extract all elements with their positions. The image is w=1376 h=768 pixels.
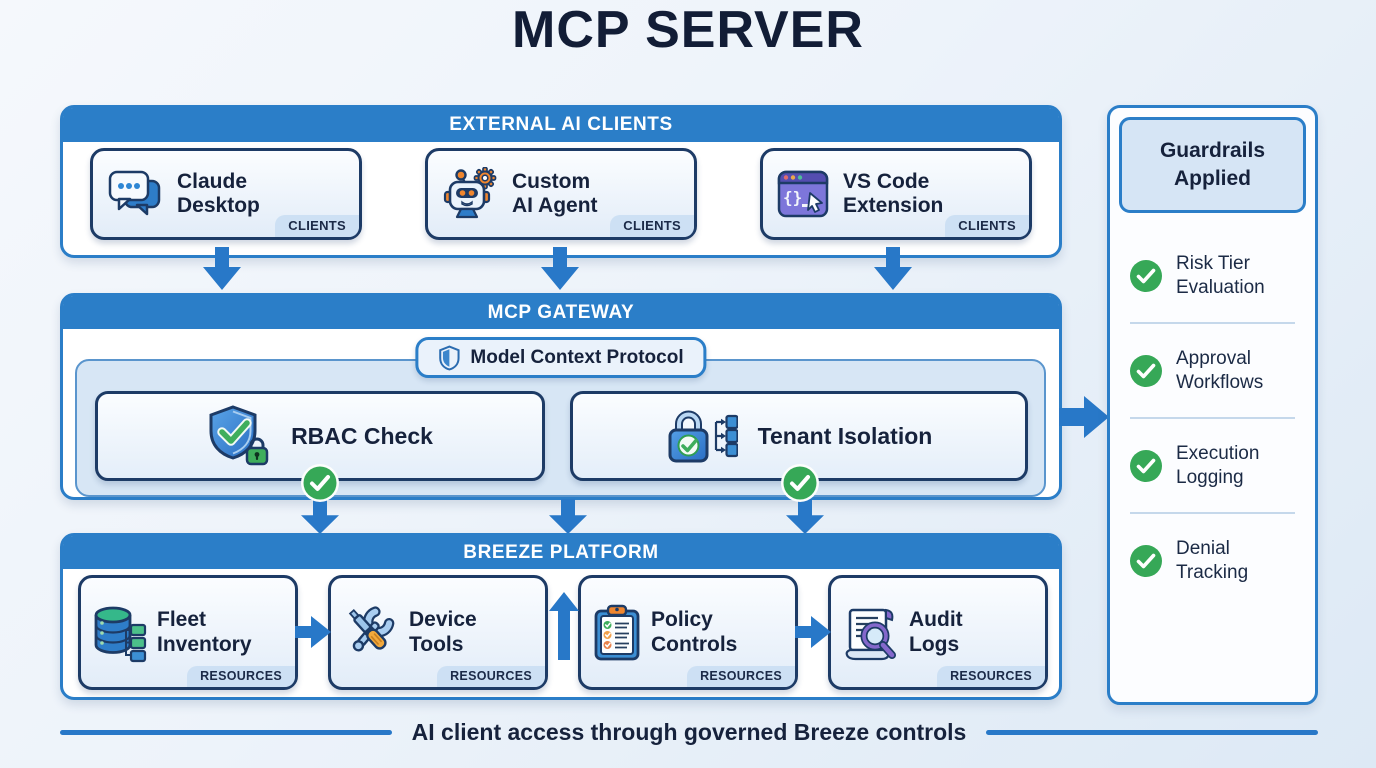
down-arrow-icon [874,247,912,290]
check-circle-icon [1129,544,1163,578]
clients-tag: CLIENTS [275,215,359,237]
up-arrow-icon [549,592,579,660]
tenant-isolation-label: Tenant Isolation [757,422,933,449]
down-arrow-icon [301,499,339,534]
code-window-icon: {} [777,170,829,218]
clients-section: EXTERNAL AI CLIENTS Claude Desktop CLIEN… [60,105,1062,258]
scroll-magnifier-icon [843,604,899,662]
down-arrow-icon [549,499,587,534]
right-arrow-icon [1059,396,1109,438]
guardrails-sidebar: Guardrails Applied Risk Tier Evaluation … [1107,105,1318,705]
guardrail-item-denial: Denial Tracking [1110,531,1321,591]
divider [1130,322,1295,324]
gateway-section: MCP GATEWAY Model Context Protocol [60,293,1062,503]
down-arrow-icon [203,247,241,290]
guardrail-label: Execution Logging [1176,443,1260,488]
right-arrow-icon [795,616,831,648]
lock-hierarchy-icon [666,408,738,464]
resources-tag: RESOURCES [187,666,295,687]
bottom-caption: AI client access through governed Breeze… [60,719,1318,746]
card-label: Claude Desktop [177,169,260,217]
guardrail-item-risk-tier: Risk Tier Evaluation [1110,246,1321,306]
card-label: Custom AI Agent [512,169,598,217]
resources-tag: RESOURCES [937,666,1045,687]
svg-text:{}: {} [783,188,802,207]
mcp-protocol-badge: Model Context Protocol [415,337,707,378]
page-title: MCP SERVER [512,1,864,59]
check-circle-icon [1129,354,1163,388]
card-label: Device Tools [409,608,477,656]
check-circle-icon [1129,259,1163,293]
platform-section-header: BREEZE PLATFORM [63,536,1059,569]
check-circle-icon [1129,449,1163,483]
platform-card-device-tools: Device Tools RESOURCES [328,575,548,690]
clients-tag: CLIENTS [945,215,1029,237]
guardrail-label: Risk Tier Evaluation [1176,253,1265,298]
divider [60,730,392,735]
clients-tag: CLIENTS [610,215,694,237]
platform-card-fleet-inventory: Fleet Inventory RESOURCES [78,575,298,690]
divider [986,730,1318,735]
platform-card-policy-controls: Policy Controls RESOURCES [578,575,798,690]
check-circle-icon [300,463,340,503]
guardrail-item-execution: Execution Logging [1110,436,1321,496]
card-label: Audit Logs [909,608,963,656]
divider [1130,512,1295,514]
clipboard-checklist-icon [593,604,641,662]
down-arrow-icon [541,247,579,290]
guardrail-label: Denial Tracking [1176,538,1249,583]
shield-icon [438,344,460,371]
caption-text: AI client access through governed Breeze… [411,719,967,745]
robot-icon [442,167,498,221]
guardrail-label: Approval Workflows [1176,348,1264,393]
tools-icon [341,605,399,661]
chat-icon [107,169,163,219]
card-label: Policy Controls [651,608,738,656]
check-circle-icon [780,463,820,503]
card-label: Fleet Inventory [157,608,252,656]
resources-tag: RESOURCES [437,666,545,687]
divider [1130,417,1295,419]
resources-tag: RESOURCES [687,666,795,687]
badge-label: Model Context Protocol [470,346,684,368]
guardrails-header: Guardrails Applied [1119,117,1306,213]
down-arrow-icon [786,499,824,534]
guardrail-item-approval: Approval Workflows [1110,341,1321,401]
client-card-claude-desktop: Claude Desktop CLIENTS [90,148,362,240]
right-arrow-icon [295,616,331,648]
platform-card-audit-logs: Audit Logs RESOURCES [828,575,1048,690]
shield-check-lock-icon [207,405,271,467]
gateway-section-header: MCP GATEWAY [63,296,1059,329]
database-icon [91,603,147,663]
rbac-check-label: RBAC Check [291,422,433,449]
clients-section-header: EXTERNAL AI CLIENTS [63,108,1059,142]
client-card-vscode-extension: {} VS Code Extension CLIENTS [760,148,1032,240]
client-card-custom-ai-agent: Custom AI Agent CLIENTS [425,148,697,240]
platform-section: BREEZE PLATFORM Fleet Inventory RESOURCE… [60,533,1062,700]
card-label: VS Code Extension [843,169,944,217]
